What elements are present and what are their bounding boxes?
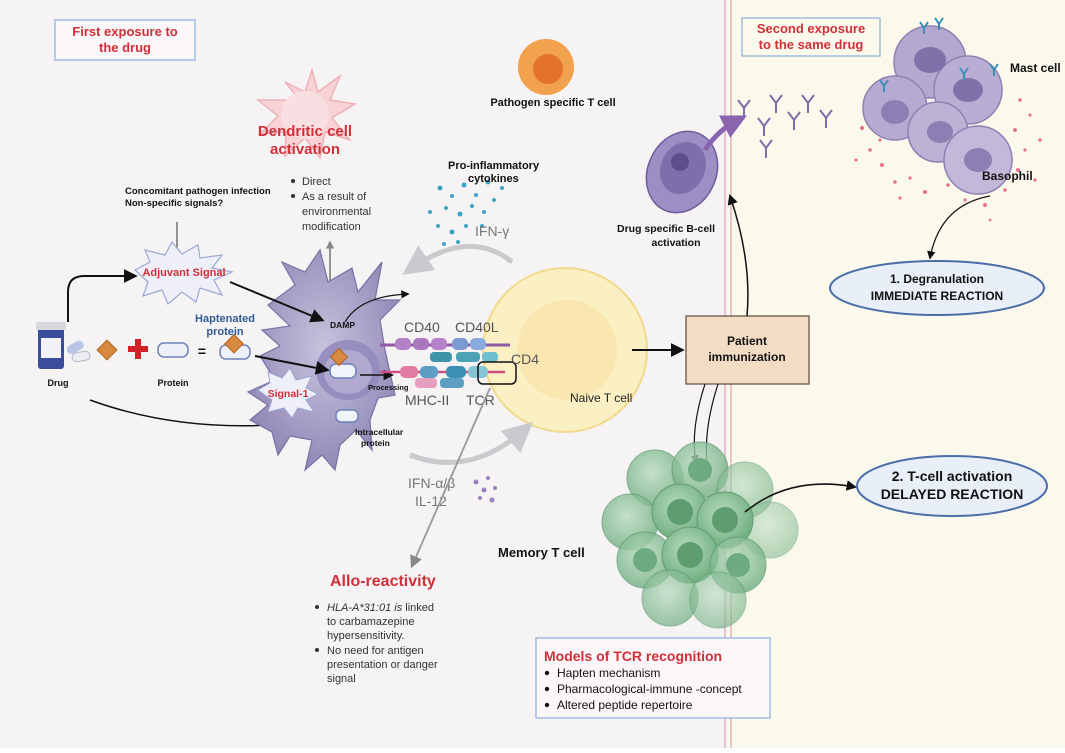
- dc-bullet-1: Direct: [302, 176, 331, 188]
- second-exposure-title-1: Second exposure: [757, 21, 865, 36]
- concomitant-line-2: Non-specific signals?: [125, 198, 223, 209]
- tcell-activation-ellipse: 2. T-cell activation DELAYED REACTION: [856, 455, 1048, 517]
- degranulation-ellipse: 1. Degranulation IMMEDIATE REACTION: [829, 260, 1045, 316]
- patient-immunization-box: Patient immunization: [685, 315, 810, 385]
- allo-b1-line2: to carbamazepine: [327, 616, 414, 628]
- drug-bottle-icon: [36, 322, 66, 369]
- bcell-icon: [645, 130, 719, 214]
- pro-inflammatory-dots: [428, 179, 504, 246]
- arrow-memory-to-activation: [744, 480, 858, 513]
- allo-b2-line1: No need for antigen: [327, 645, 424, 657]
- signal1-burst: Signal-1: [257, 367, 320, 419]
- allo-b1-italic: HLA-A*31:01 is: [327, 602, 403, 614]
- models-item-3: Altered peptide repertoire: [557, 698, 693, 712]
- haptenated-line-1: Haptenated: [195, 313, 255, 325]
- allo-b2-line3: signal: [327, 673, 356, 685]
- tcr-label: TCR: [466, 392, 495, 408]
- allo-b1-line3: hypersensitivity.: [327, 630, 404, 642]
- pathogen-tcell: Pathogen specific T cell: [490, 39, 616, 109]
- pathogen-tcell-label: Pathogen specific T cell: [490, 97, 615, 109]
- arrow-allo: [410, 387, 491, 569]
- patient-line-1: Patient: [727, 334, 767, 348]
- mast-cell-label: Mast cell: [1010, 61, 1061, 75]
- dc-bullet-4: modification: [302, 221, 361, 233]
- granule-dots: [854, 98, 1042, 222]
- degranulation-line-2: IMMEDIATE REACTION: [871, 289, 1003, 303]
- arrow-ifng-curve: [402, 243, 514, 275]
- first-exposure-box: First exposure to the drug: [54, 19, 196, 61]
- cd4-label: CD4: [511, 351, 539, 367]
- models-title: Models of TCR recognition: [544, 648, 722, 664]
- dendritic-activation-title-1: Dendritic cell: [258, 123, 352, 140]
- arrow-drug-to-adjuvant: [67, 269, 138, 322]
- svg-text:HLA-A*31:01 is linked: HLA-A*31:01 is linked: [327, 602, 434, 614]
- equals-sign: =: [198, 343, 206, 359]
- allo-b2-line2: presentation or danger: [327, 659, 438, 671]
- antibodies-icon: [737, 94, 833, 158]
- protein-icon: [157, 342, 189, 358]
- second-exposure-box: Second exposure to the same drug: [741, 17, 881, 57]
- drug-label: Drug: [48, 378, 69, 388]
- capsules-icon: [66, 340, 91, 363]
- dendritic-activation-title-2: activation: [270, 141, 340, 158]
- receptor-complex: [380, 338, 517, 388]
- cd40-label: CD40: [404, 319, 440, 335]
- arrow-adjuvant-to-dc: [229, 281, 325, 323]
- concomitant-line-1: Concomitant pathogen infection: [125, 186, 271, 197]
- dc-bullet-2: As a result of: [302, 191, 367, 203]
- models-item-1: Hapten mechanism: [557, 666, 660, 680]
- arrow-bcell-antibody: [702, 115, 747, 152]
- activated-dendritic-cell-icon: [255, 67, 358, 160]
- bcell-line-2: activation: [651, 237, 700, 249]
- protein-label: Protein: [157, 378, 188, 388]
- tcell-activation-line-1: 2. T-cell activation: [892, 468, 1013, 484]
- second-exposure-title-2: to the same drug: [759, 37, 864, 52]
- ige-receptor-icons: [879, 17, 999, 92]
- allo-bullets: HLA-A*31:01 is linked to carbamazepine h…: [315, 602, 438, 685]
- arrow-hapten-to-dc: [254, 355, 330, 375]
- adjuvant-signal-label: Adjuvant Signal: [142, 267, 225, 279]
- arrow-patient-to-bcell: [727, 194, 749, 317]
- ifn-dots: [473, 476, 497, 503]
- proinf-line-2: cytokines: [468, 173, 519, 185]
- first-exposure-title-2: the drug: [99, 40, 151, 55]
- intracellular-line-1: Intracellular: [355, 427, 404, 437]
- bcell-line-1: Drug specific B-cell: [617, 223, 715, 235]
- processing-label: Processing: [368, 383, 409, 392]
- allo-b1-rest: linked: [402, 602, 434, 614]
- models-item-2: Pharmacological-immune -concept: [557, 682, 742, 696]
- arrow-il12-curve: [409, 422, 533, 465]
- arrow-damp: [344, 290, 410, 323]
- degranulation-line-1: 1. Degranulation: [890, 272, 984, 286]
- memory-tcell-label: Memory T cell: [498, 545, 585, 560]
- proinf-line-1: Pro-inflammatory: [448, 160, 540, 172]
- dendritic-activation-bullets: Direct As a result of environmental modi…: [291, 176, 371, 233]
- dc-bullet-3: environmental: [302, 206, 371, 218]
- naive-tcell-label: Naive T cell: [570, 391, 632, 405]
- mast-cell-cluster-icon: [862, 25, 1013, 195]
- ifng-label: IFN-γ: [475, 223, 509, 239]
- patient-line-2: immunization: [708, 350, 785, 364]
- mhc-label: MHC-II: [405, 392, 449, 408]
- adjuvant-signal-burst: Adjuvant Signal: [133, 240, 234, 305]
- drug-molecule-icon: [96, 339, 118, 361]
- cd40l-label: CD40L: [455, 319, 499, 335]
- allo-title: Allo-reactivity: [330, 573, 436, 590]
- arrow-to-degranulation: [927, 195, 991, 260]
- naive-tcell-icon: [482, 267, 648, 433]
- signal1-label: Signal-1: [268, 388, 309, 400]
- intracellular-line-2: protein: [361, 438, 390, 448]
- models-box: Models of TCR recognition Hapten mechani…: [535, 637, 771, 719]
- tcell-activation-line-2: DELAYED REACTION: [881, 486, 1024, 502]
- haptenated-protein-icon: [219, 333, 251, 360]
- first-exposure-title-1: First exposure to: [72, 24, 178, 39]
- memory-tcell-cluster-icon: [601, 441, 799, 629]
- plus-icon: [128, 339, 148, 359]
- basophil-label: Basophil: [982, 169, 1033, 183]
- haptenated-line-2: protein: [206, 326, 244, 338]
- ifnab-label: IFN-α/β: [408, 475, 455, 491]
- damp-label: DAMP: [330, 320, 355, 330]
